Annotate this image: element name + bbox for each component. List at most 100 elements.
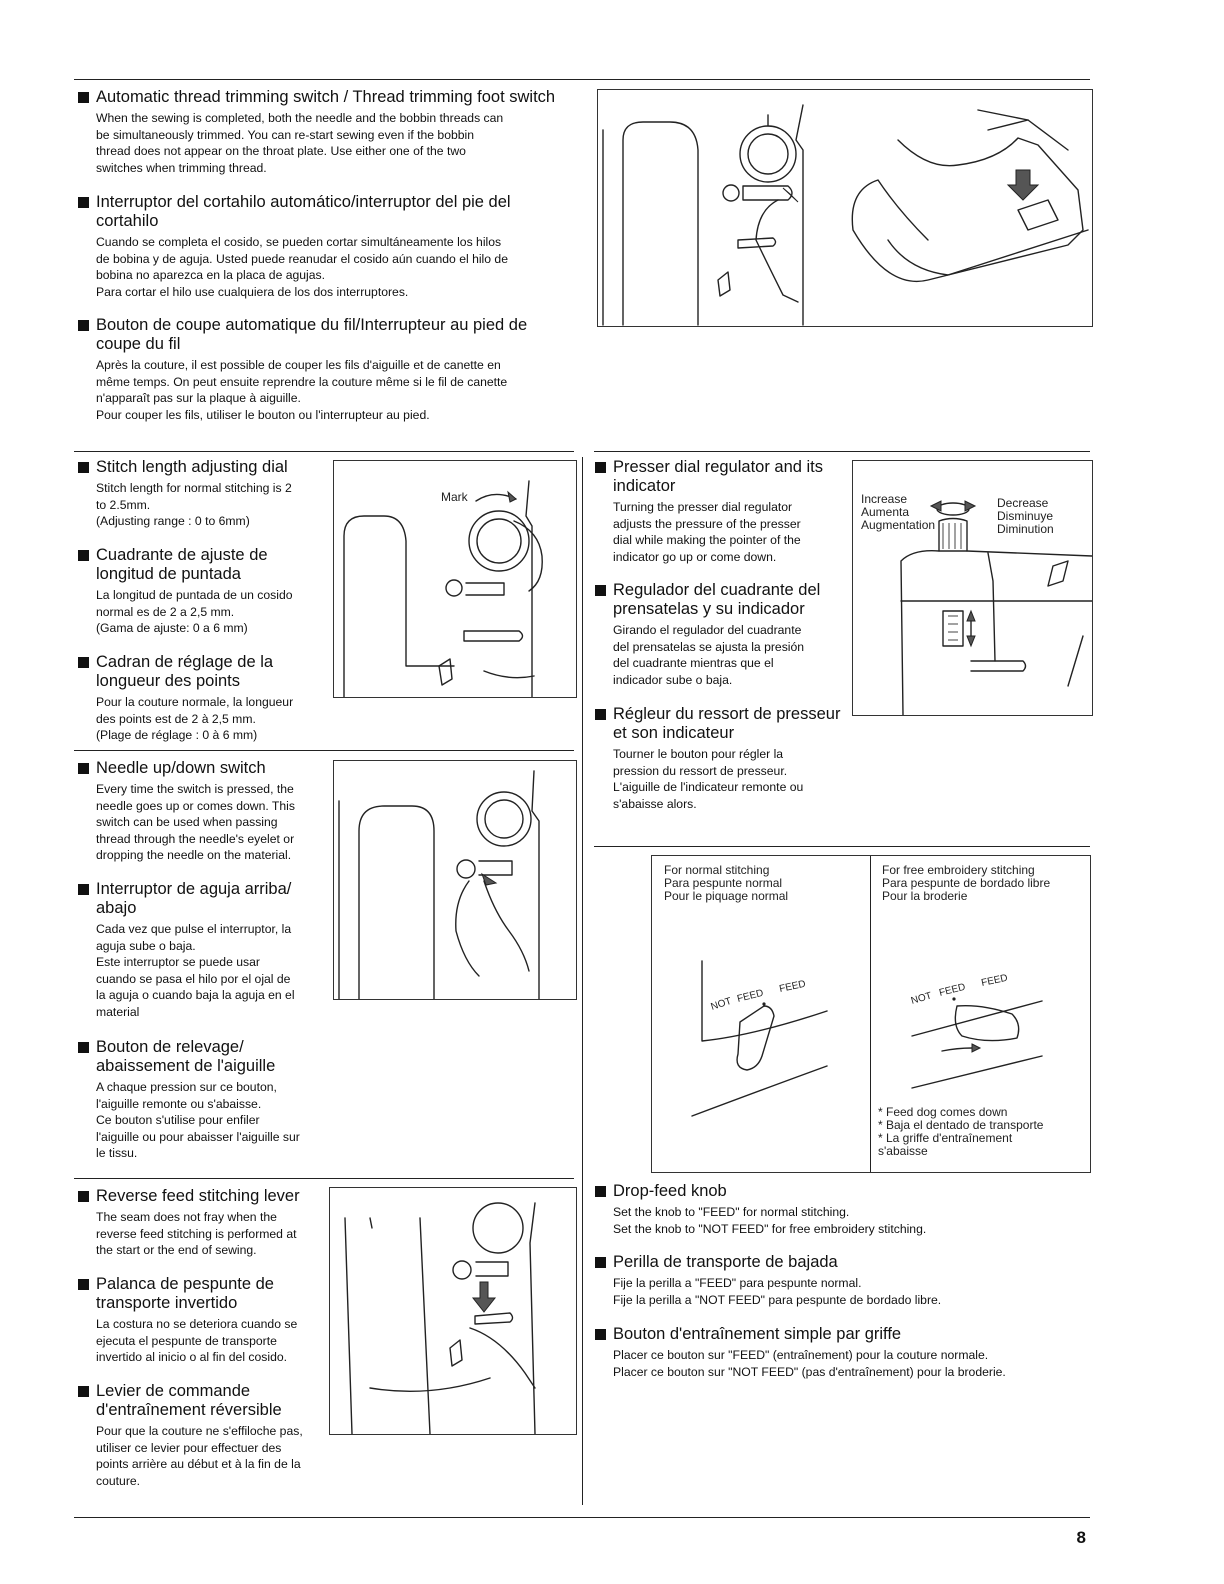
section-body: Set the knob to "FEED" for normal stitch… <box>613 1205 927 1236</box>
figure-stitch-length-dial: Mark <box>333 460 577 698</box>
bullet-square <box>78 320 89 331</box>
section-body: La longitud de puntada de un cosido norm… <box>96 588 293 635</box>
section-title: Bouton de coupe automatique du fil/Inter… <box>96 316 528 353</box>
bullet-square <box>78 763 89 774</box>
embroidery-caption: For free embroidery stitching Para pespu… <box>882 863 1051 903</box>
feed-label-2: FEED <box>980 973 1008 989</box>
section-title: Interruptor de aguja arriba/ abajo <box>96 880 292 917</box>
bullet-square <box>78 550 89 561</box>
middle-rule-left <box>74 451 574 452</box>
section-body: Every time the switch is pressed, the ne… <box>96 782 295 862</box>
section-body: Stitch length for normal stitching is 2 … <box>96 481 292 528</box>
rule-needle <box>74 750 574 751</box>
section-body: Après la couture, il est possible de cou… <box>96 358 508 422</box>
section-title: Regulador del cuadrante del prensatelas … <box>613 581 821 618</box>
section-reverse-lever-es: Palanca de pespunte de transporte invert… <box>78 1275 328 1366</box>
section-title: Stitch length adjusting dial <box>96 458 288 476</box>
section-body: Pour la couture normale, la longueur des… <box>96 695 294 742</box>
middle-rule-right <box>594 451 1090 452</box>
section-body: Tourner le bouton pour régler la pressio… <box>613 747 804 811</box>
section-title: Presser dial regulator and its indicator <box>613 458 824 495</box>
section-title: Cuadrante de ajuste de longitud de punta… <box>96 546 268 583</box>
increase-label: Increase Aumenta Augmentation <box>861 492 936 532</box>
section-title: Drop-feed knob <box>613 1182 727 1200</box>
section-presser-dial-en: Presser dial regulator and its indicator… <box>595 458 850 565</box>
decrease-label: Decrease Disminuye Diminution <box>997 496 1054 536</box>
section-presser-dial-fr: Régleur du ressort de presseur et son in… <box>595 705 855 812</box>
bullet-square <box>595 1186 606 1197</box>
section-stitch-length-en: Stitch length adjusting dial Stitch leng… <box>78 458 328 530</box>
section-body: When the sewing is completed, both the n… <box>96 111 504 175</box>
bullet-square <box>78 197 89 208</box>
figure-needle-switch <box>333 760 577 1000</box>
not-feed-label-2: FEED <box>938 982 967 999</box>
section-body: Cuando se completa el cosido, se pueden … <box>96 235 508 299</box>
section-thread-trim-es: Interruptor del cortahilo automático/int… <box>78 193 578 300</box>
figure-thread-trimming <box>597 89 1093 327</box>
section-title: Automatic thread trimming switch / Threa… <box>96 88 556 106</box>
section-needle-switch-en: Needle up/down switch Every time the swi… <box>78 759 328 864</box>
section-needle-switch-es: Interruptor de aguja arriba/ abajo Cada … <box>78 880 328 1020</box>
section-title: Régleur du ressort de presseur et son in… <box>613 705 841 742</box>
section-body: Pour que la couture ne s'effiloche pas, … <box>96 1424 303 1488</box>
section-body: Turning the presser dial regulator adjus… <box>613 500 801 564</box>
section-thread-trim-en: Automatic thread trimming switch / Threa… <box>78 88 578 176</box>
thread-trimming-illustration <box>602 104 1089 326</box>
figure-presser-dial: Increase Aumenta Augmentation Decrease D… <box>852 460 1093 716</box>
bullet-square <box>595 462 606 473</box>
bullet-square <box>78 462 89 473</box>
not-feed-label: FEED <box>736 988 765 1005</box>
section-body: Fije la perilla a "FEED" para pespunte n… <box>613 1276 942 1307</box>
feed-figure-divider <box>870 856 871 1172</box>
normal-stitching-caption: For normal stitching Para pespunte norma… <box>664 863 789 903</box>
section-body: Girando el regulador del cuadrante del p… <box>613 623 805 687</box>
section-thread-trim-fr: Bouton de coupe automatique du fil/Inter… <box>78 316 578 423</box>
section-title: Bouton de relevage/ abaissement de l'aig… <box>96 1038 276 1075</box>
figure-reverse-lever <box>329 1187 577 1435</box>
figure-drop-feed: For normal stitching Para pespunte norma… <box>651 855 1091 1173</box>
bullet-square <box>78 657 89 668</box>
bullet-square <box>78 1386 89 1397</box>
section-stitch-length-fr: Cadran de réglage de la longueur des poi… <box>78 653 328 744</box>
bullet-square <box>78 1191 89 1202</box>
bullet-square <box>595 585 606 596</box>
section-needle-switch-fr: Bouton de relevage/ abaissement de l'aig… <box>78 1038 328 1162</box>
section-title: Reverse feed stitching lever <box>96 1187 300 1205</box>
section-reverse-lever-en: Reverse feed stitching lever The seam do… <box>78 1187 328 1259</box>
bullet-square <box>595 1257 606 1268</box>
section-title: Needle up/down switch <box>96 759 266 777</box>
section-reverse-lever-fr: Levier de commande d'entraînement révers… <box>78 1382 338 1489</box>
section-drop-feed-es: Perilla de transporte de bajada Fije la … <box>595 1253 1090 1308</box>
section-drop-feed-fr: Bouton d'entraînement simple par griffe … <box>595 1325 1090 1380</box>
section-title: Interruptor del cortahilo automático/int… <box>96 193 511 230</box>
page-number: 8 <box>1076 1528 1086 1547</box>
column-divider <box>582 457 583 1505</box>
bullet-square <box>78 92 89 103</box>
bullet-square <box>595 709 606 720</box>
section-body: The seam does not fray when the reverse … <box>96 1210 297 1257</box>
bullet-square <box>78 1042 89 1053</box>
section-title: Cadran de réglage de la longueur des poi… <box>96 653 274 690</box>
feed-dog-note: * Feed dog comes down * Baja el dentado … <box>878 1105 1044 1158</box>
feed-label: FEED <box>778 979 806 995</box>
section-body: Placer ce bouton sur "FEED" (entraînemen… <box>613 1348 1006 1379</box>
bottom-rule <box>74 1517 1090 1518</box>
rule-reverse <box>74 1178 574 1179</box>
section-body: La costura no se deteriora cuando se eje… <box>96 1317 298 1364</box>
bullet-square <box>78 1279 89 1290</box>
section-presser-dial-es: Regulador del cuadrante del prensatelas … <box>595 581 850 688</box>
section-stitch-length-es: Cuadrante de ajuste de longitud de punta… <box>78 546 328 637</box>
section-title: Perilla de transporte de bajada <box>613 1253 838 1271</box>
section-title: Bouton d'entraînement simple par griffe <box>613 1325 902 1343</box>
dial-mark-label: Mark <box>441 490 468 504</box>
rule-feed <box>594 846 1090 847</box>
section-body: A chaque pression sur ce bouton, l'aigui… <box>96 1080 300 1160</box>
svg-text:NOT: NOT <box>710 996 733 1013</box>
section-drop-feed-en: Drop-feed knob Set the knob to "FEED" fo… <box>595 1182 1090 1237</box>
bullet-square <box>78 884 89 895</box>
bullet-square <box>595 1329 606 1340</box>
section-body: Cada vez que pulse el interruptor, la ag… <box>96 922 295 1019</box>
section-title: Palanca de pespunte de transporte invert… <box>96 1275 274 1312</box>
top-rule <box>74 79 1090 80</box>
svg-text:NOT: NOT <box>910 990 933 1006</box>
